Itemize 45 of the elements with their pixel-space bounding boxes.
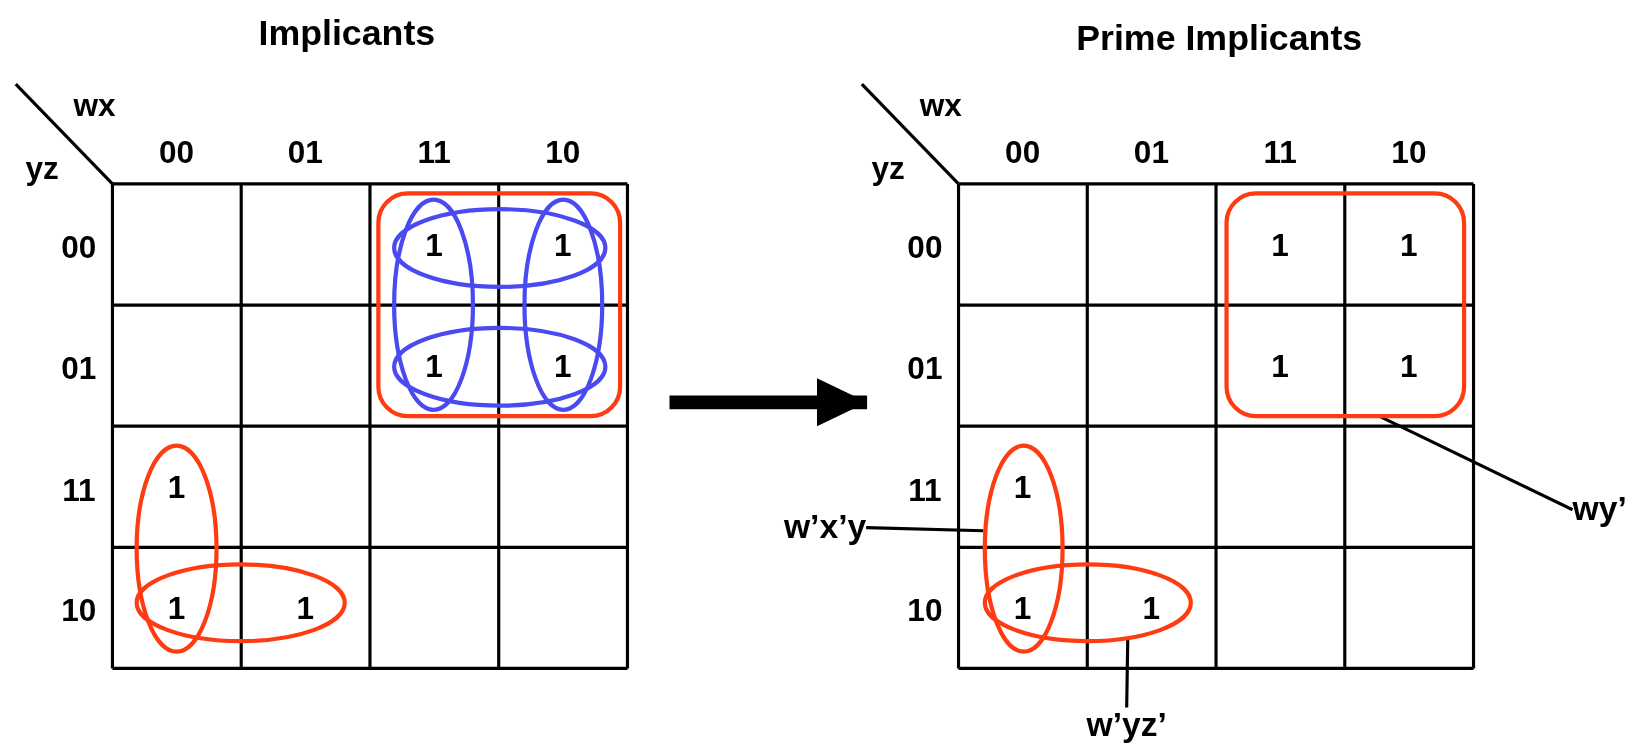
cell-value: 1 xyxy=(296,591,315,625)
row-header: 01 xyxy=(907,351,943,385)
column-header: 01 xyxy=(1133,135,1169,169)
cell-value: 1 xyxy=(1400,228,1418,262)
leader-line xyxy=(1125,639,1130,708)
loop-box xyxy=(1224,191,1467,419)
column-header: 01 xyxy=(287,135,323,169)
term-label: wy’ xyxy=(1572,492,1627,528)
cell-value: 1 xyxy=(1400,349,1418,383)
cell-value: 1 xyxy=(1271,228,1289,262)
row-header: 00 xyxy=(61,230,97,264)
row-header: 11 xyxy=(908,472,942,506)
cell-value: 1 xyxy=(1142,591,1161,625)
row-header: 00 xyxy=(907,230,943,264)
map-title: Prime Implicants xyxy=(1076,19,1363,57)
loop-outline xyxy=(982,562,1193,644)
row-header: 11 xyxy=(62,472,96,506)
arrow xyxy=(669,378,868,427)
axis-label: yz xyxy=(25,151,59,185)
cell-value: 1 xyxy=(425,349,443,383)
cell-value: 1 xyxy=(554,349,572,383)
axis-label: yz xyxy=(871,151,905,185)
row-header: 10 xyxy=(61,593,97,627)
column-header: 10 xyxy=(545,135,581,169)
column-header: 10 xyxy=(1391,135,1427,169)
cell-value: 1 xyxy=(425,228,443,262)
column-header: 00 xyxy=(159,135,195,169)
leader-line xyxy=(866,526,984,533)
column-header: 00 xyxy=(1005,135,1041,169)
cell-value: 1 xyxy=(167,591,186,625)
axis-label: wx xyxy=(73,88,116,122)
term-label: w’yz’ xyxy=(1086,707,1167,743)
term-label: w’x’y xyxy=(783,509,867,546)
axis-label: wx xyxy=(919,88,962,122)
column-header: 11 xyxy=(1263,135,1297,169)
loop-outline xyxy=(982,443,1065,654)
cell-value: 1 xyxy=(1013,591,1032,625)
cell-value: 1 xyxy=(554,228,572,262)
row-header: 10 xyxy=(907,593,943,627)
cell-value: 1 xyxy=(1271,349,1289,383)
row-header: 01 xyxy=(61,351,97,385)
column-header: 11 xyxy=(417,135,451,169)
map-title: Implicants xyxy=(258,14,436,53)
cell-value: 1 xyxy=(167,470,186,504)
cell-value: 1 xyxy=(1013,470,1032,504)
